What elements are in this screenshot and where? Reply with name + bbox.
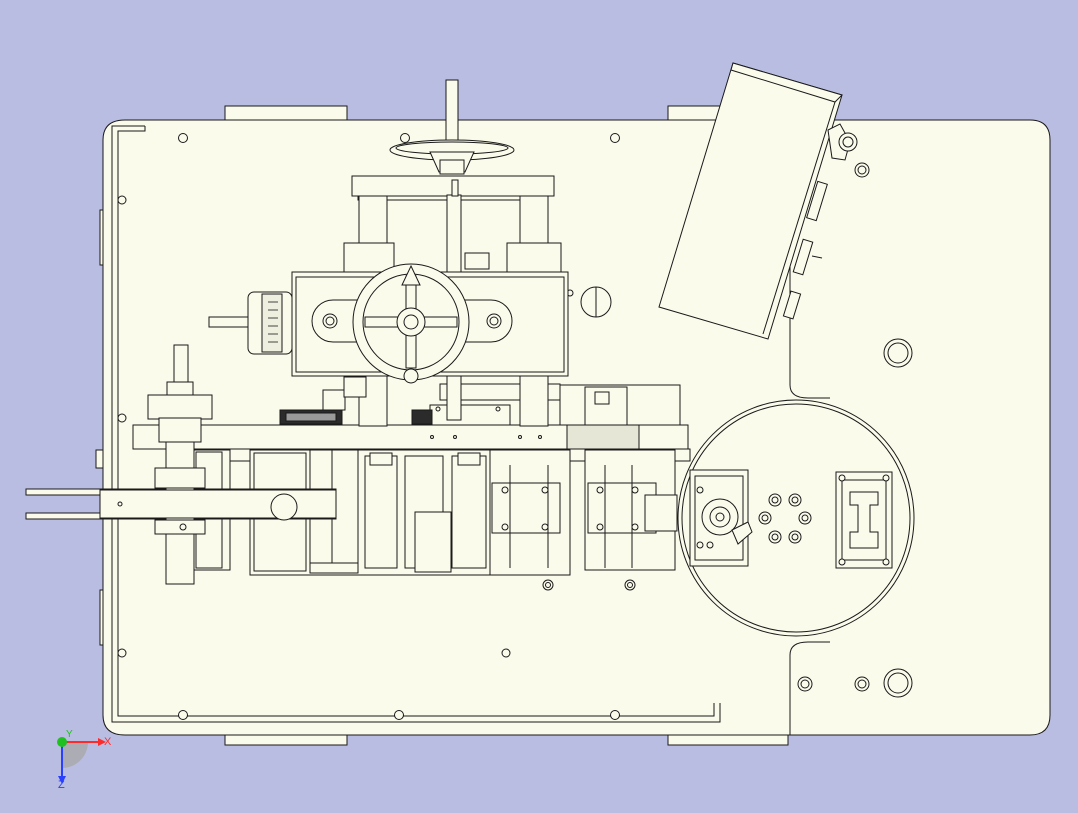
screw-holes <box>117 133 913 720</box>
rotary-table[interactable] <box>677 399 915 637</box>
axis-triad: X Y Z <box>57 729 112 791</box>
gear[interactable] <box>279 389 433 425</box>
top-handwheel[interactable] <box>389 79 515 175</box>
center-handwheel[interactable] <box>352 263 470 384</box>
y-axis-label: Y <box>66 729 73 740</box>
x-axis-label: X <box>104 736 112 748</box>
cutter-block[interactable] <box>689 469 753 567</box>
control-box[interactable] <box>658 62 858 340</box>
micrometer-dial[interactable] <box>208 291 293 355</box>
pulley-shaft[interactable] <box>147 344 213 585</box>
belt[interactable] <box>25 488 337 521</box>
z-axis-label: Z <box>58 779 65 791</box>
